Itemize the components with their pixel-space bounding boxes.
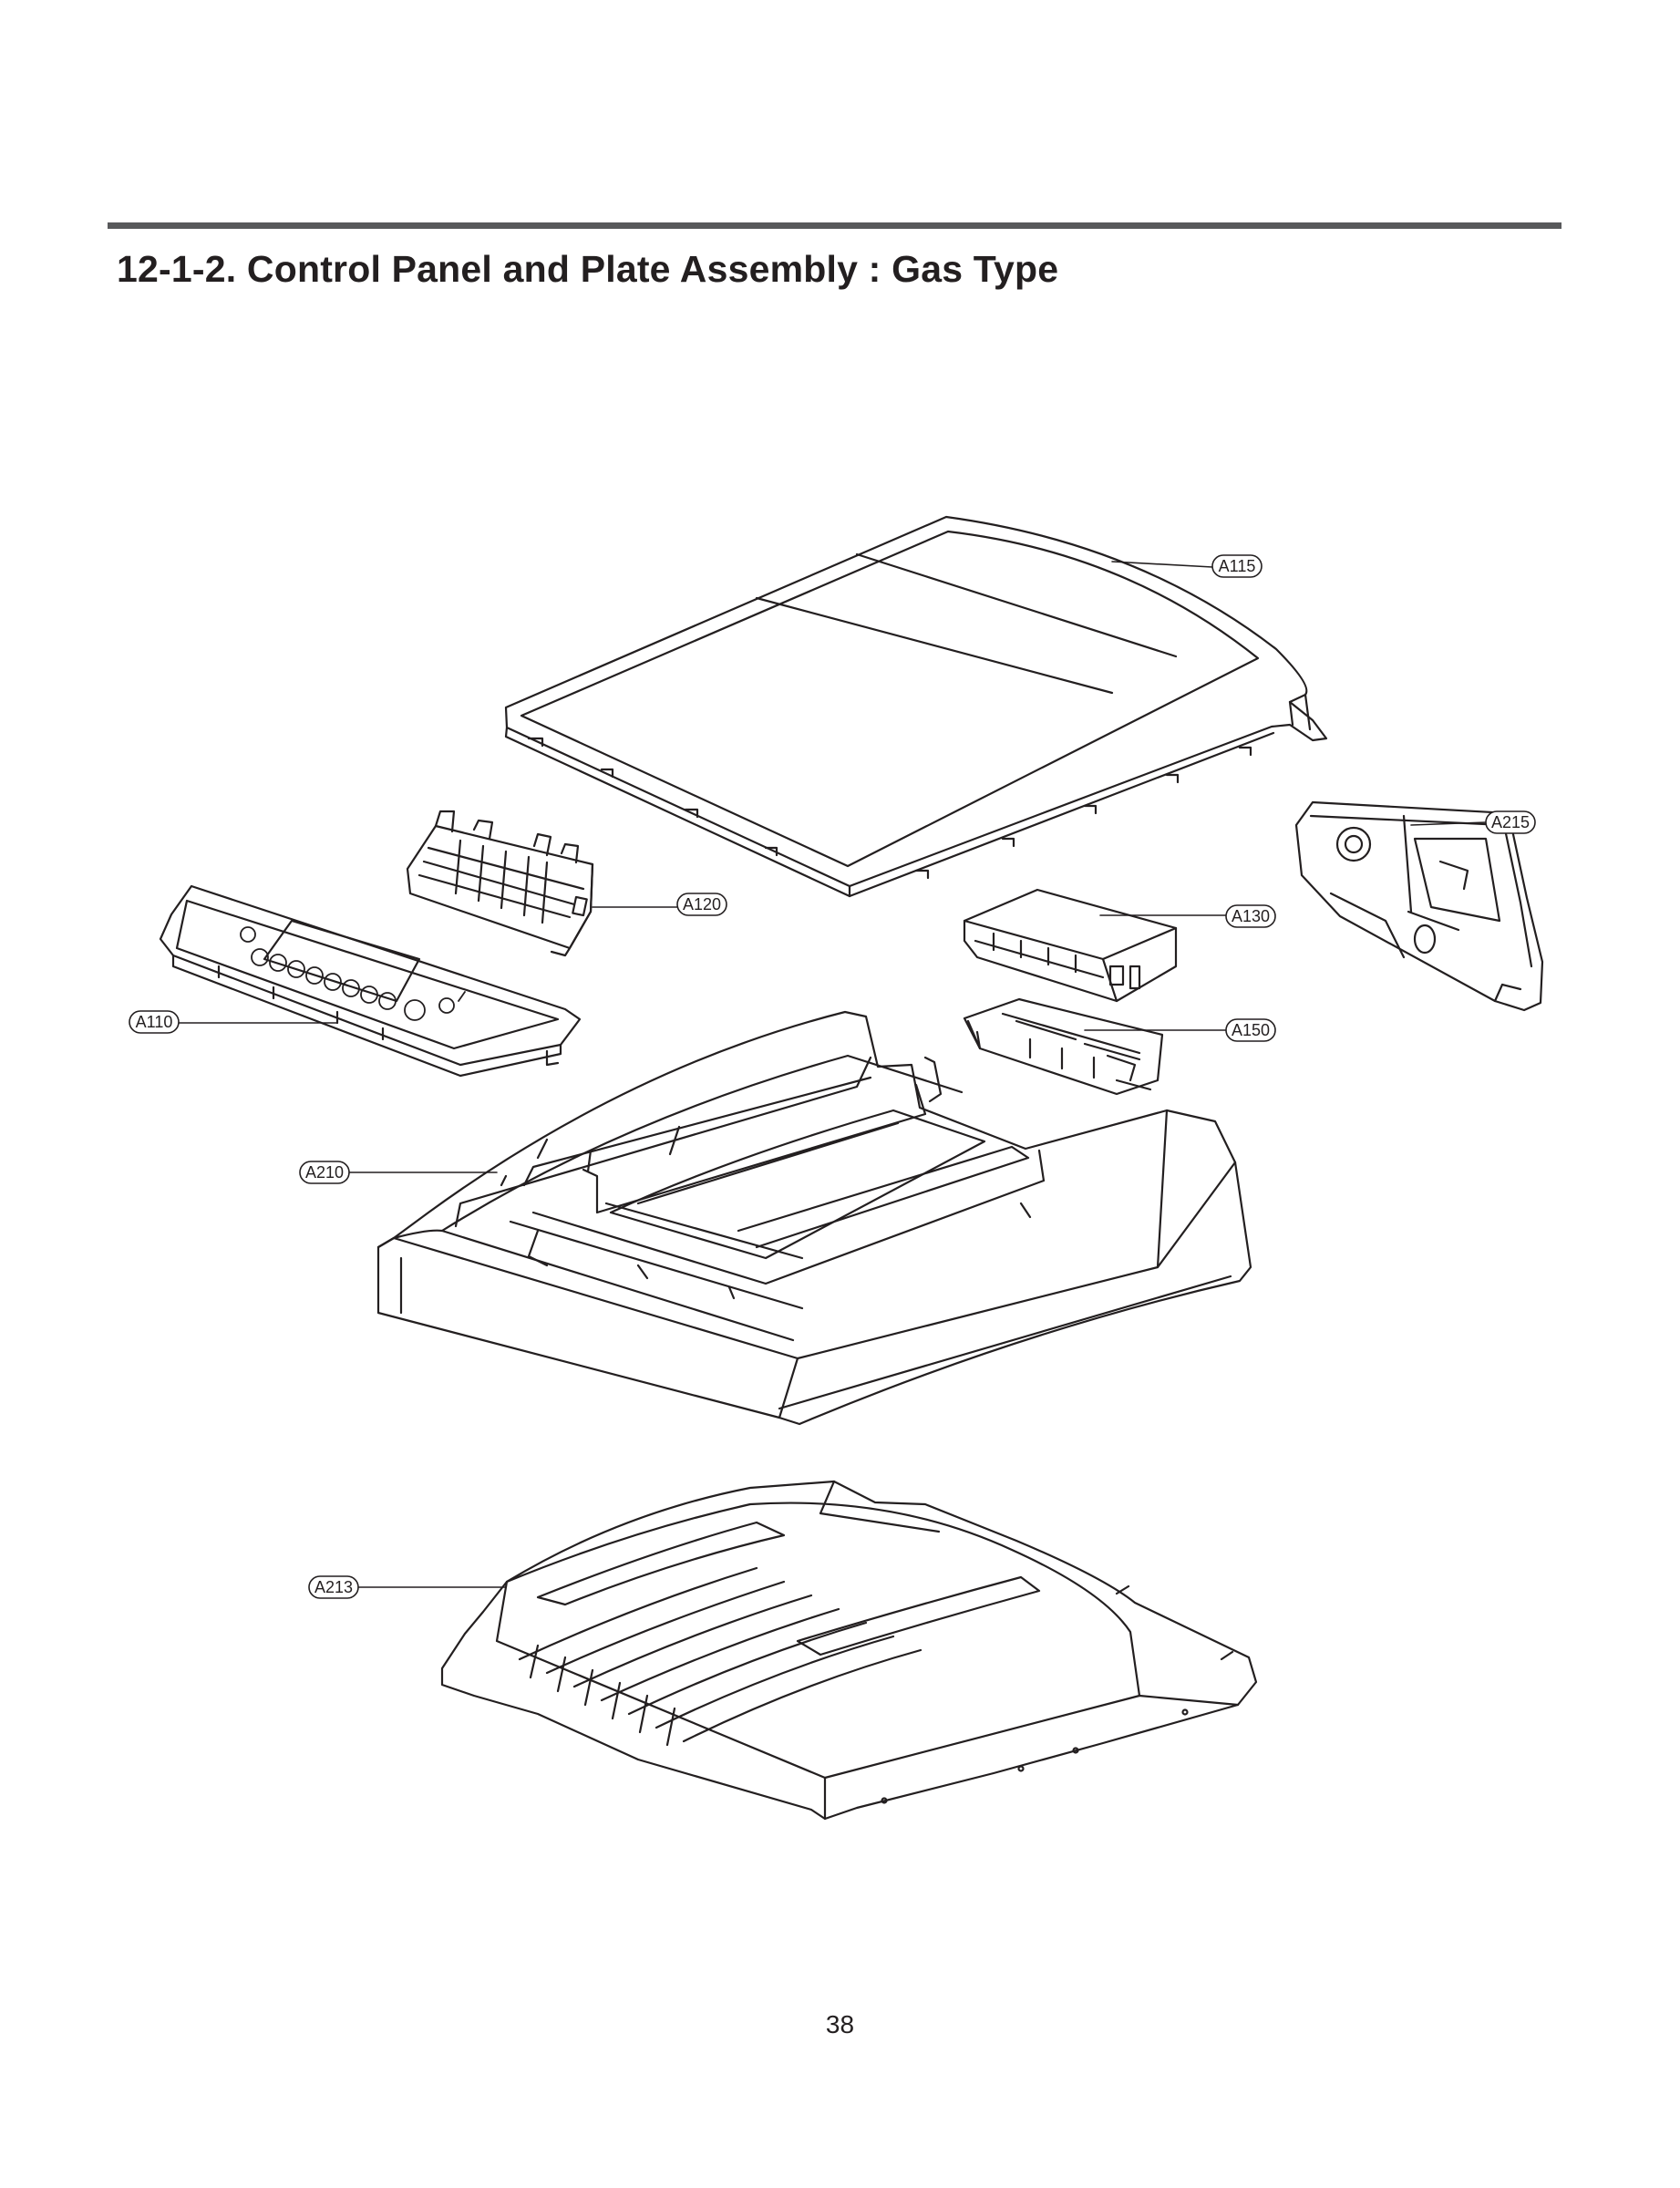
callout-a215-label: A215 [1491, 813, 1530, 831]
callout-a210-bubble [299, 1161, 350, 1184]
callout-a120-bubble [676, 893, 727, 916]
callout-a110-bubble [129, 1010, 180, 1034]
part-a115-top-cover [504, 515, 1328, 898]
part-a213-base-plate [440, 1480, 1258, 1821]
part-a215-rear-bracket [1294, 800, 1544, 1012]
header-rule [108, 222, 1561, 229]
callout-a130-label: A130 [1232, 907, 1270, 925]
part-a110-control-panel [159, 884, 582, 1078]
part-a210-cabinet-frame [376, 1010, 1252, 1426]
callout-a130-bubble [1225, 904, 1276, 928]
callout-a213-bubble [308, 1575, 359, 1599]
callout-a150-bubble [1225, 1018, 1276, 1042]
part-a150-bracket [963, 997, 1164, 1096]
callout-a215-bubble [1485, 810, 1536, 834]
callout-a150-label: A150 [1232, 1021, 1270, 1039]
leader-a115 [1111, 561, 1213, 568]
part-a130-module-box [963, 888, 1178, 1003]
part-a120-pcb-assembly [406, 810, 594, 957]
page-title: 12-1-2. Control Panel and Plate Assembly… [117, 248, 1059, 290]
callout-a115-label: A115 [1219, 557, 1256, 575]
callout-a110-label: A110 [136, 1013, 173, 1031]
callout-a210-label: A210 [305, 1163, 344, 1182]
callout-a120-label: A120 [683, 895, 721, 913]
leader-a215 [1410, 821, 1487, 826]
callout-a213-label: A213 [314, 1578, 353, 1596]
page-number: 38 [825, 2010, 855, 2038]
callout-a115-bubble [1211, 554, 1263, 578]
